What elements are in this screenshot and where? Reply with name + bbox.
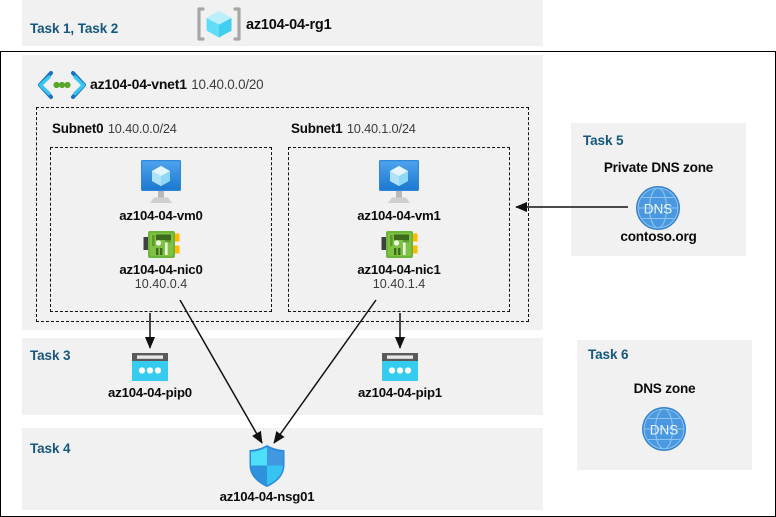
virtual-machine-icon xyxy=(372,158,426,206)
pip1-name: az104-04-pip1 xyxy=(358,385,442,400)
network-interface-icon xyxy=(143,228,181,262)
vm0-label: az104-04-vm0 xyxy=(86,208,236,223)
vm0-name: az104-04-vm0 xyxy=(119,208,203,223)
vm1-label: az104-04-vm1 xyxy=(324,208,474,223)
subnet0-box xyxy=(50,147,272,312)
nic0-name: az104-04-nic0 xyxy=(119,262,203,277)
vm1-name: az104-04-vm1 xyxy=(357,208,441,223)
task5-label: Task 5 xyxy=(583,133,624,148)
nic0-ip: 10.40.0.4 xyxy=(134,277,188,292)
resource-group-name: az104-04-rg1 xyxy=(246,17,332,33)
pip0-label: az104-04-pip0 xyxy=(75,385,225,400)
public-ip-address-icon xyxy=(129,351,171,385)
svg-text:DNS: DNS xyxy=(650,423,679,438)
subnet1-box xyxy=(288,147,510,312)
task6-label: Task 6 xyxy=(588,347,629,362)
pip0-name: az104-04-pip0 xyxy=(108,385,192,400)
nic0-label: az104-04-nic0 10.40.0.4 xyxy=(86,262,236,292)
task1-task2-panel xyxy=(22,0,543,46)
vnet-panel xyxy=(22,55,543,330)
task4-label: Task 4 xyxy=(30,441,71,456)
task3-panel xyxy=(22,338,543,415)
nic1-ip: 10.40.1.4 xyxy=(372,277,426,292)
pip1-label: az104-04-pip1 xyxy=(325,385,475,400)
vnet-header: az104-04-vnet1 10.40.0.0/20 xyxy=(90,76,264,94)
subnet0-cidr: 10.40.0.0/24 xyxy=(107,121,177,136)
dns-zone-icon: DNS xyxy=(637,404,691,454)
resource-group-icon xyxy=(196,5,242,43)
network-security-group-icon xyxy=(246,443,288,489)
nic1-label: az104-04-nic1 10.40.1.4 xyxy=(324,262,474,292)
task1-task2-label: Task 1, Task 2 xyxy=(30,21,119,36)
virtual-machine-icon xyxy=(134,158,188,206)
subnet0-label: Subnet0 xyxy=(52,121,104,136)
subnet1-cidr: 10.40.1.0/24 xyxy=(346,121,416,136)
virtual-network-icon xyxy=(36,70,88,100)
private-dns-zone-name: contoso.org xyxy=(620,229,697,244)
nic1-name: az104-04-nic1 xyxy=(357,262,441,277)
public-ip-address-icon xyxy=(379,351,421,385)
subnet1-header: Subnet1 10.40.1.0/24 xyxy=(291,120,416,138)
dns-zone-title: DNS zone xyxy=(633,381,696,396)
subnet1-label: Subnet1 xyxy=(291,121,343,136)
nsg-name: az104-04-nsg01 xyxy=(219,489,315,504)
vnet-cidr: 10.40.0.0/20 xyxy=(191,77,264,92)
vnet-name: az104-04-vnet1 xyxy=(90,76,187,92)
private-dns-zone-title: Private DNS zone xyxy=(603,160,714,175)
network-interface-icon xyxy=(381,228,419,262)
nsg-label: az104-04-nsg01 xyxy=(192,489,342,504)
dns-zone-icon: DNS xyxy=(631,183,685,233)
task3-label: Task 3 xyxy=(30,348,71,363)
svg-text:DNS: DNS xyxy=(644,202,673,217)
subnet0-header: Subnet0 10.40.0.0/24 xyxy=(52,120,177,138)
